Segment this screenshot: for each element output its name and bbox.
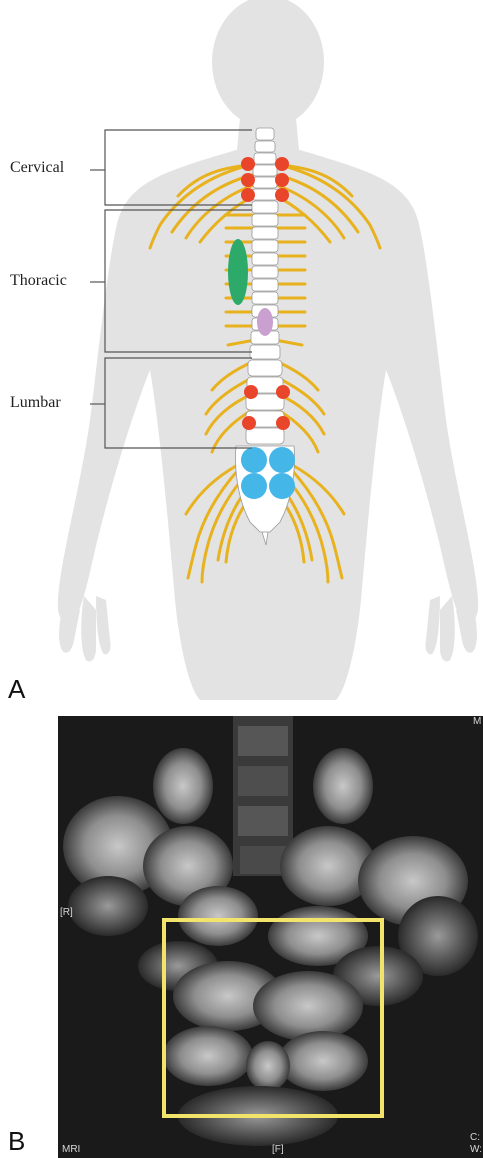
panel-b-letter: B [8,1126,25,1157]
panel-a-illustration [0,0,483,700]
label-thoracic: Thoracic [10,272,67,290]
marker-sacral-bl [241,473,267,499]
mri-tag-right-marker: [R] [60,907,73,918]
marker-cervical-l2 [241,173,255,187]
marker-lumbar-l1 [244,385,258,399]
label-cervical: Cervical [10,159,64,177]
marker-sacral-br [269,473,295,499]
panel-a-letter: A [8,674,25,705]
marker-cervical-r3 [275,188,289,202]
mri-tag-center: C: [470,1132,480,1143]
marker-lumbar-r1 [276,385,290,399]
mri-tag-foot: [F] [272,1144,284,1155]
marker-cervical-l3 [241,188,255,202]
marker-thoracic-pink [257,308,273,336]
marker-lumbar-l2 [242,416,256,430]
marker-sacral-tl [241,447,267,473]
mri-tag-width: W: [470,1144,482,1155]
mri-tag-top-right: M [473,716,481,727]
marker-cervical-l1 [241,157,255,171]
label-lumbar: Lumbar [10,394,61,412]
marker-sacral-tr [269,447,295,473]
panel-b-mri-image [58,716,483,1158]
marker-cervical-r1 [275,157,289,171]
marker-lumbar-r2 [276,416,290,430]
marker-thoracic-green [228,239,248,305]
marker-cervical-r2 [275,173,289,187]
mri-tag-modality: MRI [62,1144,80,1155]
